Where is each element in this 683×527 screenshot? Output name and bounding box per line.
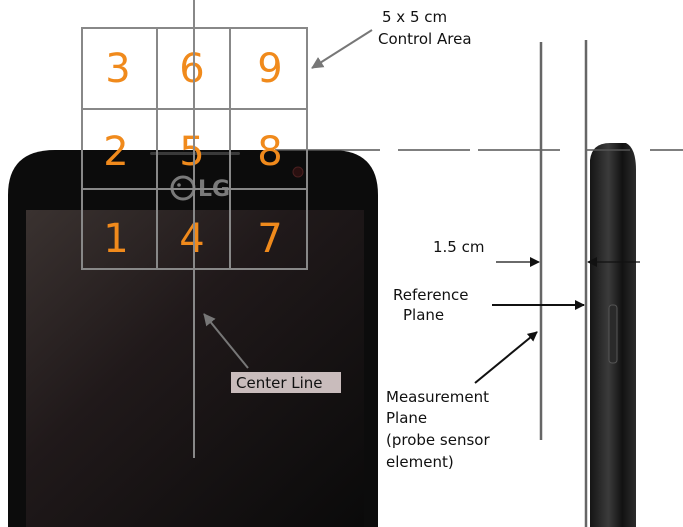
reference-plane-label-line1: Reference (393, 286, 469, 304)
grid-cell-3: 3 (105, 46, 130, 92)
grid-numbers: 3 6 9 2 5 8 1 4 7 (103, 46, 282, 262)
measurement-plane-label-line3: (probe sensor (386, 431, 490, 449)
measurement-plane-label-line4: element) (386, 453, 454, 471)
center-line-arrow (203, 313, 249, 369)
front-camera-icon (292, 166, 304, 178)
center-line-label-box (231, 372, 341, 393)
control-area-arrow (311, 29, 373, 69)
grid-cell-5: 5 (179, 129, 204, 175)
measurement-plane-arrow (474, 331, 538, 384)
grid-cell-9: 9 (257, 46, 282, 92)
grid-cell-4: 4 (179, 216, 204, 262)
center-line-label: Center Line (236, 374, 323, 392)
grid-cell-8: 8 (257, 129, 282, 175)
phone-side (590, 143, 636, 527)
grid-cell-6: 6 (179, 46, 204, 92)
control-area-label-line1: 5 x 5 cm (382, 8, 447, 26)
grid-cell-2: 2 (103, 129, 128, 175)
measurement-plane-label-line1: Measurement (386, 388, 489, 406)
grid-cell-1: 1 (103, 216, 128, 262)
distance-label: 1.5 cm (433, 238, 484, 256)
side-button-icon (608, 304, 618, 364)
control-area-label-line2: Control Area (378, 30, 472, 48)
grid-cell-7: 7 (257, 216, 282, 262)
measurement-plane-label-line2: Plane (386, 409, 427, 427)
reference-plane-label-line2: Plane (403, 306, 444, 324)
